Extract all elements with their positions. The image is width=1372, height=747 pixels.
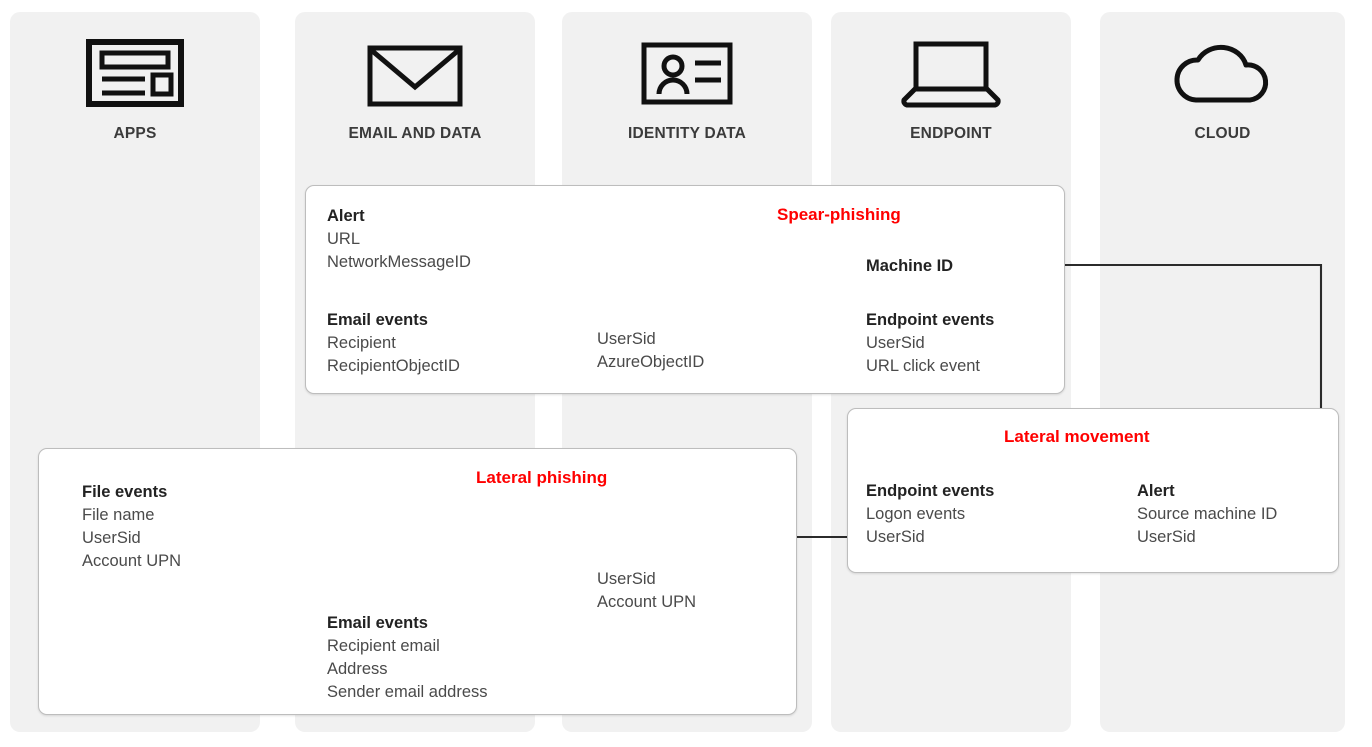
block-item: URL [327,230,361,248]
block-lp-identity: UserSid Account UPN [597,568,696,614]
block-item: UserSid [1137,528,1196,546]
column-label-identity-data: IDENTITY DATA [628,125,746,142]
column-label-cloud: CLOUD [1194,125,1251,142]
block-item: Logon events [866,505,966,523]
card-title-lateral-movement: Lateral movement [1004,427,1150,446]
block-heading: File events [82,483,168,501]
column-label-apps: APPS [113,125,157,142]
block-heading: Alert [1137,482,1175,500]
column-cloud: CLOUD [1100,12,1345,732]
card-lateral-phishing[interactable] [38,448,797,715]
block-lm-alert: Alert Source machine ID UserSid [1137,480,1277,549]
cloud-icon [1100,34,1345,112]
block-lm-endpoint-events: Endpoint events Logon events UserSid [866,480,994,549]
block-item: Account UPN [597,593,697,611]
block-spear-endpoint-events: Endpoint events UserSid URL click event [866,309,994,378]
block-spear-identity: UserSid AzureObjectID [597,328,704,374]
column-label-email-and-data: EMAIL AND DATA [348,125,482,142]
block-item: UserSid [597,570,656,588]
card-title-lateral-phishing: Lateral phishing [476,468,608,487]
block-spear-alert: Alert URL NetworkMessageID [327,205,471,274]
card-title-spear-phishing: Spear-phishing [777,205,901,224]
column-label-endpoint: ENDPOINT [910,125,992,142]
block-heading: Email events [327,614,428,632]
block-item: UserSid [866,334,925,352]
block-heading: Email events [327,311,428,329]
browser-window-icon [10,34,260,112]
id-card-icon [562,34,812,112]
block-item: UserSid [82,529,141,547]
card-lateral-movement[interactable] [847,408,1339,573]
block-heading: Alert [327,207,365,225]
block-heading: Endpoint events [866,482,995,500]
block-item: URL click event [866,357,981,375]
block-heading: Endpoint events [866,311,995,329]
block-item: Account UPN [82,552,182,570]
block-item: Recipient [327,334,396,352]
block-item: Source machine ID [1137,505,1278,523]
block-item: UserSid [866,528,925,546]
block-item: AzureObjectID [597,353,705,371]
block-lp-email-events: Email events Recipient email Address Sen… [327,612,488,704]
block-item: RecipientObjectID [327,357,460,375]
block-item: Recipient email [327,637,440,655]
envelope-icon [295,34,535,112]
block-spear-email-events: Email events Recipient RecipientObjectID [327,309,460,378]
block-item: Sender email address [327,683,488,701]
card-spear-phishing[interactable] [305,185,1065,394]
laptop-icon [831,34,1071,112]
block-heading: Machine ID [866,257,954,275]
block-item: Address [327,660,388,678]
block-item: UserSid [597,330,656,348]
block-spear-machine-id: Machine ID [866,255,953,278]
block-item: File name [82,506,155,524]
block-lp-file-events: File events File name UserSid Account UP… [82,481,181,573]
block-item: NetworkMessageID [327,253,471,271]
